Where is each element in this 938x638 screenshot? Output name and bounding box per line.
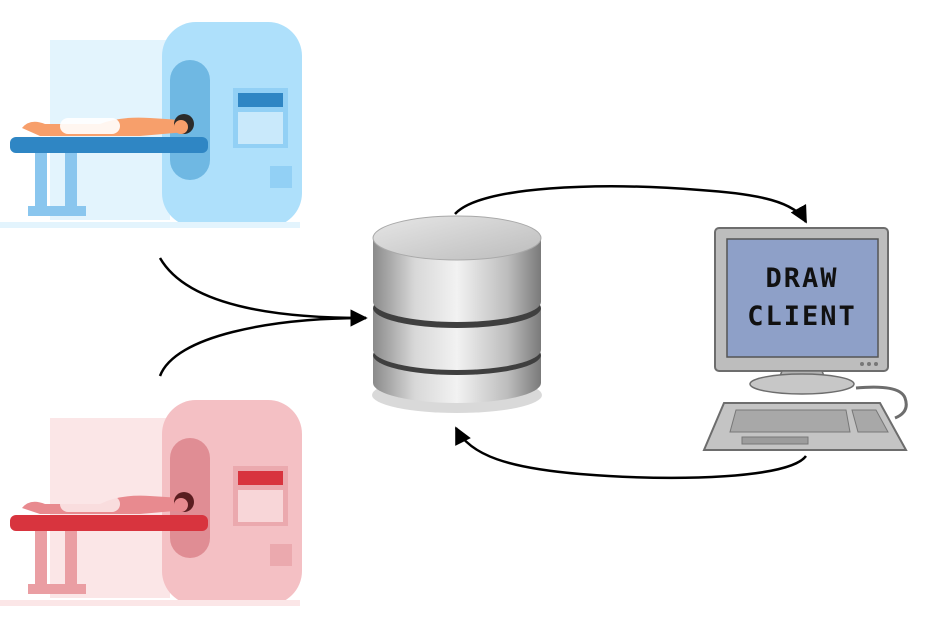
database-server xyxy=(372,215,542,413)
arrow-bottom-scanner-to-server xyxy=(158,316,367,377)
arrow-client-to-server xyxy=(454,426,808,480)
mri-scanner-bottom xyxy=(0,400,302,606)
client-computer: DRAW CLIENT xyxy=(702,227,908,451)
mri-scanner-top xyxy=(0,22,302,228)
arrow-top-scanner-to-server xyxy=(158,257,368,327)
arrow-server-to-client xyxy=(454,185,808,224)
client-screen-line2: CLIENT xyxy=(747,301,857,332)
client-screen-line1: DRAW xyxy=(765,263,838,294)
workflow-arrows xyxy=(158,185,808,480)
